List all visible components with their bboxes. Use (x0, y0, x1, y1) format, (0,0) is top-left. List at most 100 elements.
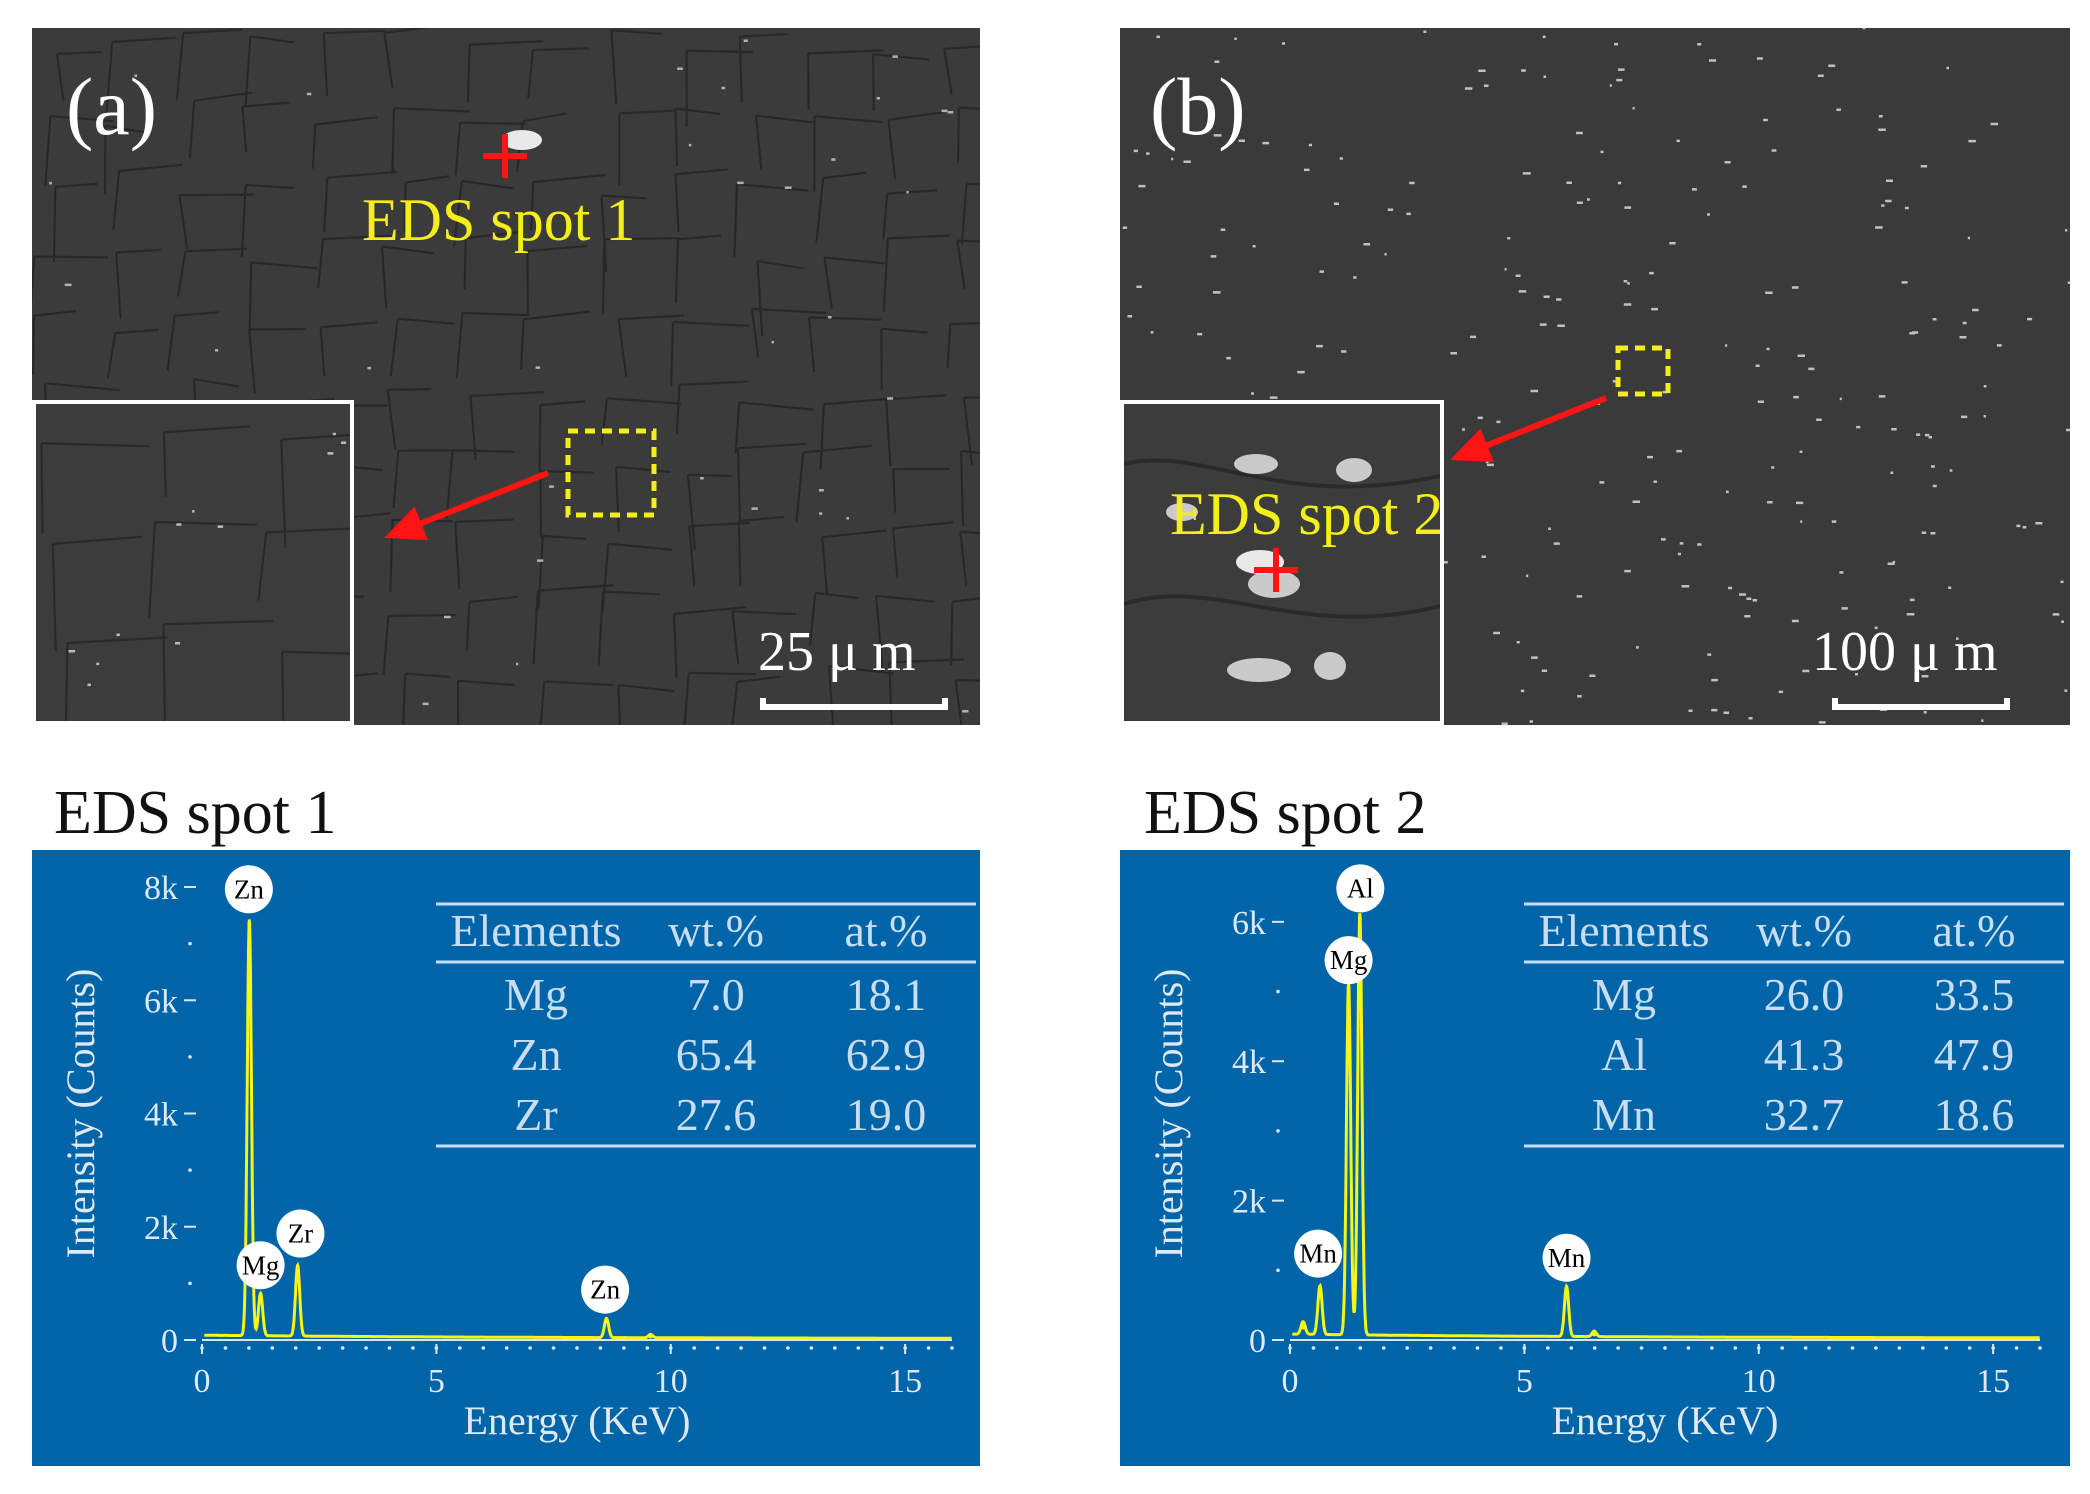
peak-label-bubble (224, 865, 273, 914)
table-header-cell: at.% (1932, 905, 2015, 956)
peak-marker (295, 1267, 300, 1272)
x-minor-tick (270, 1346, 275, 1350)
x-minor-tick (2038, 1346, 2042, 1350)
peak-label-bubble (581, 1265, 630, 1314)
peak-label-bubble (1294, 1229, 1343, 1278)
scale-bar-a (760, 698, 948, 710)
y-tick-label: 6k (144, 983, 178, 1020)
x-minor-tick (622, 1346, 626, 1350)
x-minor-tick (340, 1346, 345, 1350)
y-tick-label: 4k (144, 1097, 178, 1134)
inset-zoom-a (32, 400, 354, 725)
table-cell: 26.0 (1764, 969, 1845, 1020)
x-minor-tick (528, 1346, 532, 1350)
x-tick-label: 10 (654, 1363, 688, 1400)
x-minor-tick (1756, 1346, 1761, 1350)
table-cell: 33.5 (1934, 969, 2015, 1020)
table-cell: Mn (1592, 1089, 1656, 1140)
x-minor-tick (1592, 1346, 1597, 1350)
y-tick-label: 0 (1249, 1323, 1266, 1360)
table-header-cell: Elements (450, 905, 621, 956)
eds-spot-label-1: EDS spot 1 (362, 187, 636, 253)
x-minor-tick (1452, 1346, 1456, 1350)
table-cell: 32.7 (1764, 1089, 1845, 1140)
table-cell: 27.6 (676, 1089, 757, 1140)
x-minor-tick (786, 1346, 790, 1350)
eds-spot-label-2: EDS spot 2 (1170, 481, 1444, 547)
x-minor-tick (879, 1346, 884, 1350)
table-header-cell: wt.% (1756, 905, 1852, 956)
x-minor-tick (739, 1346, 743, 1350)
x-tick-label: 15 (1976, 1363, 2010, 1400)
table-header-cell: wt.% (668, 905, 764, 956)
y-tick-label: 6k (1232, 905, 1266, 942)
eds-chart-title-2: EDS spot 2 (1144, 779, 1427, 847)
x-minor-tick (1616, 1346, 1620, 1350)
x-minor-tick (1991, 1346, 1995, 1350)
table-cell: Zr (514, 1089, 557, 1140)
x-minor-tick (481, 1346, 486, 1350)
peak-marker (258, 1295, 263, 1300)
x-minor-tick (1546, 1346, 1550, 1350)
table-cell: Mg (504, 969, 568, 1020)
inset-texture-a (40, 425, 350, 721)
table-cell: 18.6 (1934, 1089, 2015, 1140)
peak-label-bubble (236, 1241, 285, 1290)
x-minor-tick (1522, 1346, 1527, 1350)
peak-label-bubble (1324, 936, 1373, 985)
x-axis-label: Energy (KeV) (1552, 1398, 1779, 1443)
x-minor-tick (715, 1346, 720, 1350)
x-minor-tick (317, 1346, 321, 1350)
x-minor-tick (645, 1346, 650, 1350)
x-minor-tick (950, 1346, 954, 1350)
x-minor-tick (1686, 1346, 1691, 1350)
peak-marker (1592, 1332, 1597, 1337)
x-minor-tick (1499, 1346, 1503, 1350)
sem-micrograph-a: (a) EDS spot 1 25 μ m (32, 28, 980, 725)
bright-specks (68, 432, 347, 687)
x-minor-tick (1381, 1346, 1386, 1350)
x-minor-tick (1733, 1346, 1738, 1350)
scale-bar-label-b: 100 μ m (1812, 621, 1998, 683)
x-minor-tick (1827, 1346, 1831, 1350)
spectrum-line (1292, 913, 2040, 1340)
x-minor-tick (1569, 1346, 1574, 1350)
x-minor-tick (856, 1346, 861, 1350)
y-minor-tick (1276, 1268, 1280, 1273)
x-minor-tick (504, 1346, 509, 1350)
x-minor-tick (364, 1346, 368, 1350)
peak-marker (604, 1318, 609, 1323)
eds-spot-marker (1254, 548, 1298, 592)
x-minor-tick (1475, 1346, 1480, 1350)
peak-label-bubble (1336, 864, 1385, 913)
x-tick-label: 0 (194, 1363, 211, 1400)
peak-label: Zn (234, 874, 264, 904)
peak-marker (1301, 1325, 1306, 1330)
peak-label: Al (1347, 873, 1374, 903)
x-tick-label: 10 (1742, 1363, 1776, 1400)
x-minor-tick (1850, 1346, 1855, 1350)
x-minor-tick (1967, 1346, 1972, 1350)
x-minor-tick (1405, 1346, 1409, 1350)
x-minor-tick (668, 1346, 673, 1350)
x-minor-tick (1944, 1346, 1949, 1350)
x-minor-tick (2014, 1346, 2019, 1350)
overlay-a (384, 130, 657, 540)
y-tick-label: 4k (1232, 1044, 1266, 1081)
table-cell: 41.3 (1764, 1029, 1845, 1080)
x-axis-label: Energy (KeV) (464, 1398, 691, 1443)
precipitate-particle (1314, 652, 1346, 680)
precipitate-particle (1234, 454, 1278, 474)
table-cell: Zn (510, 1029, 561, 1080)
x-minor-tick (223, 1346, 228, 1350)
table-cell: 62.9 (846, 1029, 927, 1080)
x-minor-tick (1428, 1346, 1433, 1350)
x-minor-tick (387, 1346, 392, 1350)
x-minor-tick (458, 1346, 462, 1350)
x-minor-tick (762, 1346, 767, 1350)
x-minor-tick (833, 1346, 837, 1350)
precipitate-particle (1166, 503, 1198, 521)
